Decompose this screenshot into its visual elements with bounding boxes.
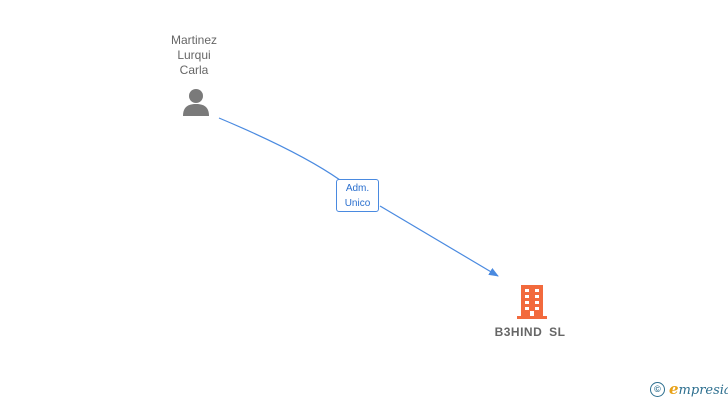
person-name[interactable]: Martinez Lurqui Carla <box>144 33 244 78</box>
empresia-watermark: © empresia <box>650 380 728 398</box>
edge-role-label-line-2: Unico <box>344 198 371 209</box>
building-icon[interactable] <box>516 285 548 319</box>
edge-role-label-line-1: Adm. <box>345 183 370 194</box>
person-icon[interactable] <box>181 88 211 116</box>
person-name-line-2: Lurqui <box>177 48 211 62</box>
copyright-icon: © <box>650 381 665 397</box>
person-name-line-1: Martinez <box>170 33 217 47</box>
brand-logo-initial: e <box>669 380 679 398</box>
person-name-line-3: Carla <box>179 63 209 77</box>
brand-logo: empresia <box>669 380 728 398</box>
edge-arrow-line <box>379 205 499 277</box>
company-name[interactable]: B3HIND SL <box>494 325 566 339</box>
brand-logo-rest: mpresia <box>678 383 728 398</box>
edge-line <box>218 117 341 181</box>
edge-role-label[interactable]: Adm. Unico <box>336 179 379 212</box>
